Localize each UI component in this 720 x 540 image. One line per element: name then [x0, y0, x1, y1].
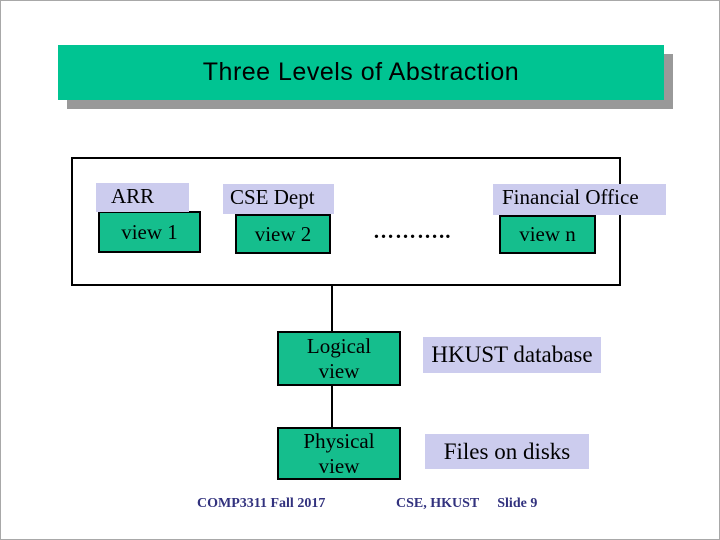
ellipsis-dots: ………..: [373, 219, 452, 243]
view-2-box: view 2: [235, 214, 331, 254]
view-1-box: view 1: [98, 211, 201, 253]
user-label-arr: ARR: [96, 183, 189, 212]
footer-right: CSE, HKUST Slide 9: [396, 496, 537, 512]
title-bar: Three Levels of Abstraction: [58, 45, 664, 100]
view-n-box: view n: [499, 215, 596, 254]
physical-view-box: Physical view: [277, 427, 401, 480]
page-title: Three Levels of Abstraction: [202, 58, 520, 86]
user-label-cse-dept: CSE Dept: [223, 184, 334, 214]
hkust-database-label: HKUST database: [423, 337, 601, 373]
connector-line-logical: [331, 286, 333, 331]
footer-site: CSE, HKUST: [396, 496, 480, 511]
footer-course: COMP3311 Fall 2017: [197, 496, 326, 511]
connector-line-physical: [331, 386, 333, 427]
files-on-disks-label: Files on disks: [425, 434, 589, 469]
footer-slide-number: Slide 9: [497, 496, 538, 511]
logical-view-box: Logical view: [277, 331, 401, 386]
user-label-financial-office: Financial Office: [493, 184, 666, 215]
